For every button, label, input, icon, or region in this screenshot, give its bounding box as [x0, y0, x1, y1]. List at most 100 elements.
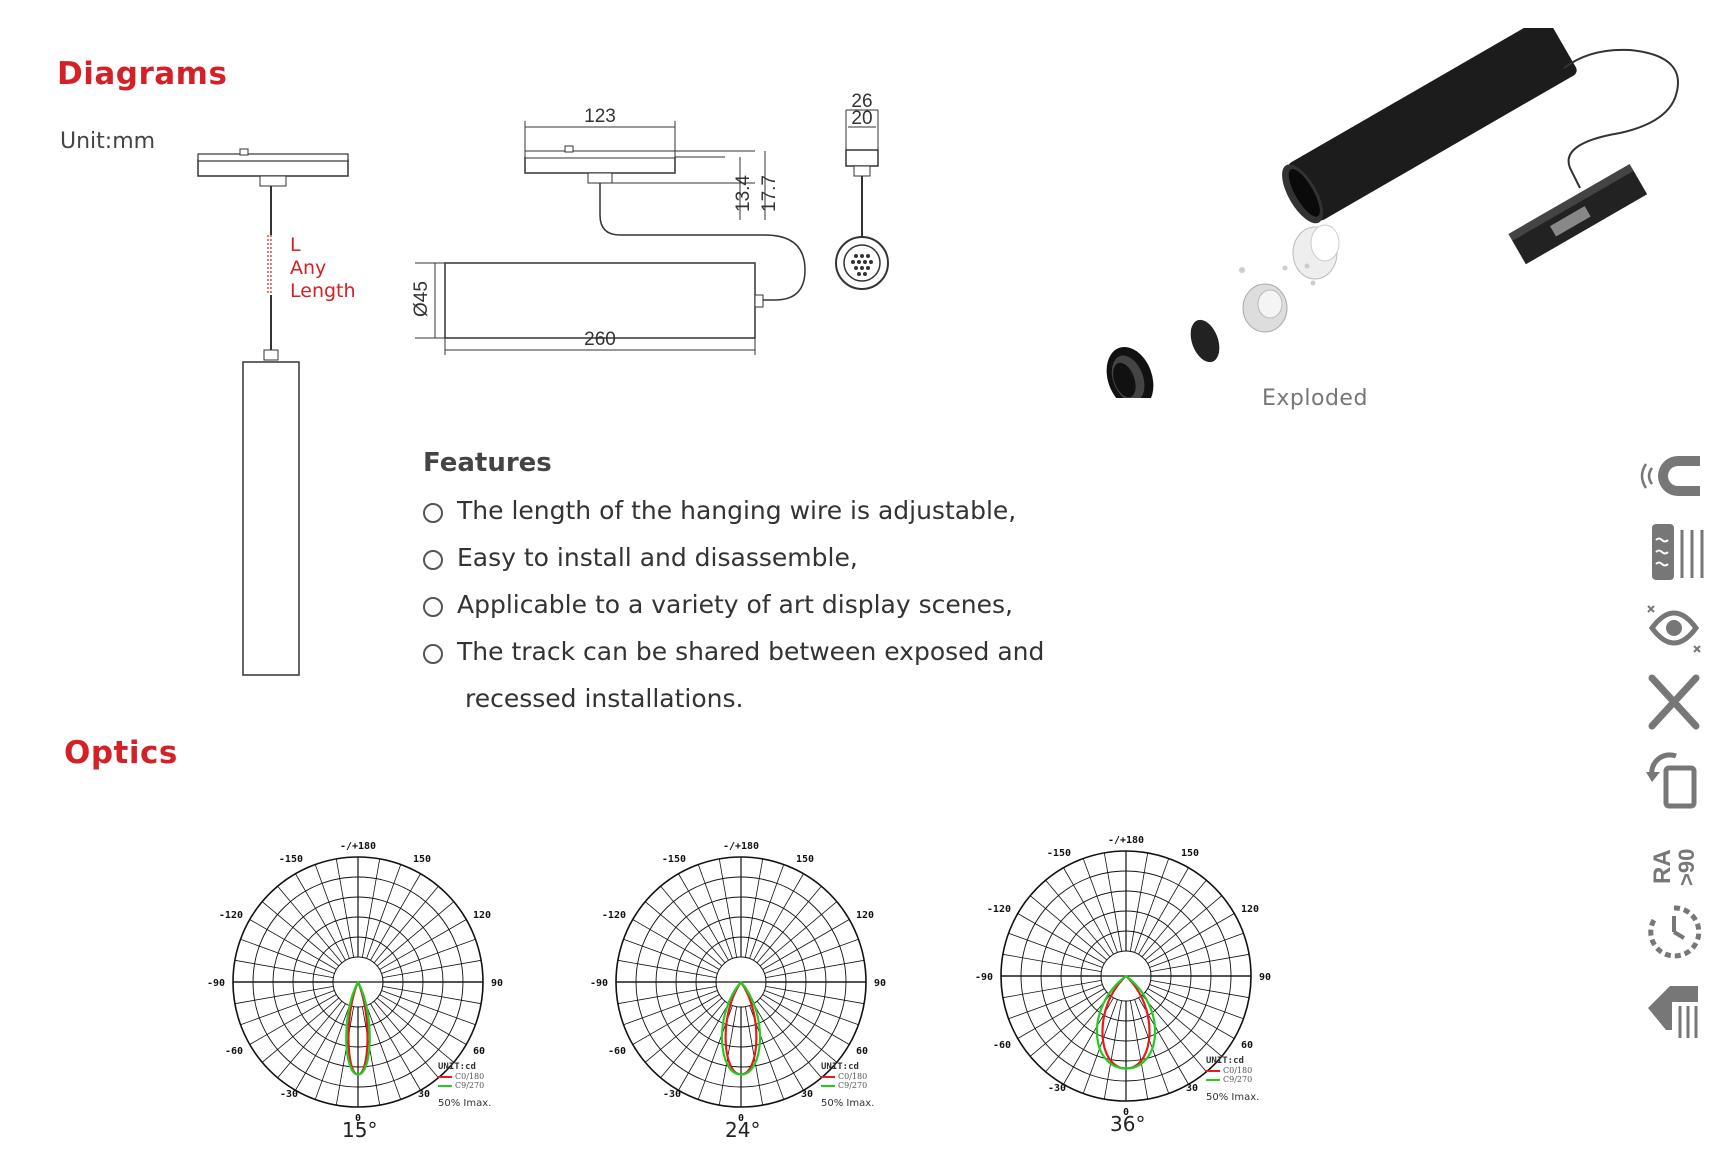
dim-13-4: 13.4: [733, 175, 754, 212]
exploded-label: Exploded: [1262, 386, 1368, 411]
feature-icon-column: RA >90: [1638, 446, 1710, 1038]
polar-angle-label: 0: [1123, 1107, 1129, 1118]
unit-label: Unit:mm: [60, 129, 156, 154]
ra-90-icon: RA >90: [1649, 849, 1699, 886]
polar-angle-label: -/+180: [723, 841, 759, 852]
polar-angle-label: 60: [473, 1046, 485, 1057]
polar-chart: -/+180 -150 150 -120 120 -90 90 -60 60 -30 30 0: [590, 841, 886, 1124]
imax-label: 50% Imax.: [821, 1098, 875, 1109]
polar-angle-label: -60: [225, 1046, 243, 1057]
legend-c90: C9/270: [1206, 1075, 1259, 1084]
rotatable-icon: [1646, 752, 1697, 809]
polar-angle-label: 120: [1241, 904, 1259, 915]
unit-label: UNIT:cd: [1206, 1056, 1244, 1066]
polar-angle-label: -60: [993, 1040, 1011, 1051]
feature-continuation: recessed installations.: [465, 684, 744, 713]
beam-angle-label: 15°: [342, 1118, 378, 1142]
features-section: Features The length of the hanging wire …: [423, 448, 1044, 713]
polar-angle-label: 150: [1181, 848, 1199, 859]
legend-c90: C9/270: [821, 1081, 874, 1090]
polar-angle-label: -/+180: [1108, 835, 1144, 846]
polar-angle-label: -90: [590, 978, 608, 989]
beam-angle-label: 24°: [725, 1118, 761, 1142]
dimmable-icon: [1648, 905, 1702, 959]
polar-angle-label: -90: [207, 978, 225, 989]
pendant-side-drawing: [197, 148, 349, 676]
length-label-length: Length: [290, 280, 356, 302]
heat-dissipation-icon: [1652, 524, 1704, 580]
polar-angle-label: -150: [279, 854, 303, 865]
polar-angle-label: -150: [1047, 848, 1071, 859]
imax-label: 50% Imax.: [1206, 1092, 1260, 1103]
features-title: Features: [423, 448, 552, 478]
polar-angle-label: -30: [663, 1089, 681, 1100]
anti-glare-eye-icon: [1647, 605, 1701, 653]
polar-angle-label: 120: [856, 910, 874, 921]
feature-item: Easy to install and disassemble,: [423, 543, 1044, 572]
c90-270-curve: [1095, 975, 1157, 1070]
polar-angle-label: -30: [1048, 1083, 1066, 1094]
feature-item: The track can be shared between exposed …: [423, 637, 1044, 666]
bullet-circle-icon: [423, 550, 443, 570]
track-mount-icon: [1648, 986, 1698, 1038]
length-label-any: Any: [290, 257, 327, 279]
polar-angle-label: 0: [355, 1113, 361, 1124]
polar-angle-label: 90: [874, 978, 886, 989]
polar-angle-label: 0: [738, 1113, 744, 1124]
length-label-l: L: [290, 234, 301, 256]
legend-c0: C0/180: [1206, 1066, 1259, 1075]
any-length-label: L Any Length: [290, 234, 356, 303]
imax-label: 50% Imax.: [438, 1098, 492, 1109]
polar-angle-label: -30: [280, 1089, 298, 1100]
polar-angle-label: -/+180: [340, 841, 376, 852]
polar-angle-label: 150: [796, 854, 814, 865]
polar-angle-label: -90: [975, 972, 993, 983]
legend-c0: C0/180: [438, 1072, 491, 1081]
polar-angle-label: 30: [1186, 1083, 1198, 1094]
magnetic-icon: [1640, 456, 1700, 496]
dim-20: 20: [851, 108, 872, 129]
bullet-circle-icon: [423, 597, 443, 617]
legend-c0: C0/180: [821, 1072, 874, 1081]
beam-angle-label: 36°: [1110, 1112, 1146, 1136]
polar-angle-label: 60: [856, 1046, 868, 1057]
bullet-circle-icon: [423, 503, 443, 523]
dim-17-7: 17.7: [759, 175, 780, 212]
dim-123: 123: [584, 106, 616, 127]
c90-270-curve: [720, 981, 762, 1076]
diagrams-title: Diagrams: [57, 56, 228, 92]
exploded-view-illustration: [1106, 28, 1679, 398]
optics-title: Optics: [64, 735, 178, 771]
polar-angle-label: 120: [473, 910, 491, 921]
feature-item: The length of the hanging wire is adjust…: [423, 496, 1044, 525]
polar-angle-label: -120: [602, 910, 626, 921]
unit-label: UNIT:cd: [821, 1062, 859, 1072]
polar-angle-label: 30: [801, 1089, 813, 1100]
c90-270-curve: [345, 981, 371, 1076]
polar-angle-label: -150: [662, 854, 686, 865]
bullet-circle-icon: [423, 644, 443, 664]
polar-angle-label: 90: [491, 978, 503, 989]
feature-text: Applicable to a variety of art display s…: [457, 590, 1013, 619]
feature-text: The length of the hanging wire is adjust…: [457, 496, 1017, 525]
dimension-drawing: 123 13.4 17.7 Ø45 260: [411, 106, 806, 355]
unit-label: UNIT:cd: [438, 1062, 476, 1072]
front-view-drawing: 26 20: [835, 91, 889, 290]
dim-d45: Ø45: [411, 281, 432, 317]
polar-angle-label: -60: [608, 1046, 626, 1057]
polar-angle-label: -120: [219, 910, 243, 921]
polar-angle-label: 90: [1259, 972, 1271, 983]
polar-chart: -/+180 -150 150 -120 120 -90 90 -60 60 -30 30 0: [207, 841, 503, 1124]
legend-c90: C9/270: [438, 1081, 491, 1090]
polar-angle-label: 30: [418, 1089, 430, 1100]
feature-text: The track can be shared between exposed …: [457, 637, 1045, 666]
polar-angle-label: 60: [1241, 1040, 1253, 1051]
feature-item: Applicable to a variety of art display s…: [423, 590, 1044, 619]
dim-260: 260: [584, 329, 616, 350]
polar-angle-label: 150: [413, 854, 431, 865]
tool-free-install-icon: [1648, 674, 1700, 730]
